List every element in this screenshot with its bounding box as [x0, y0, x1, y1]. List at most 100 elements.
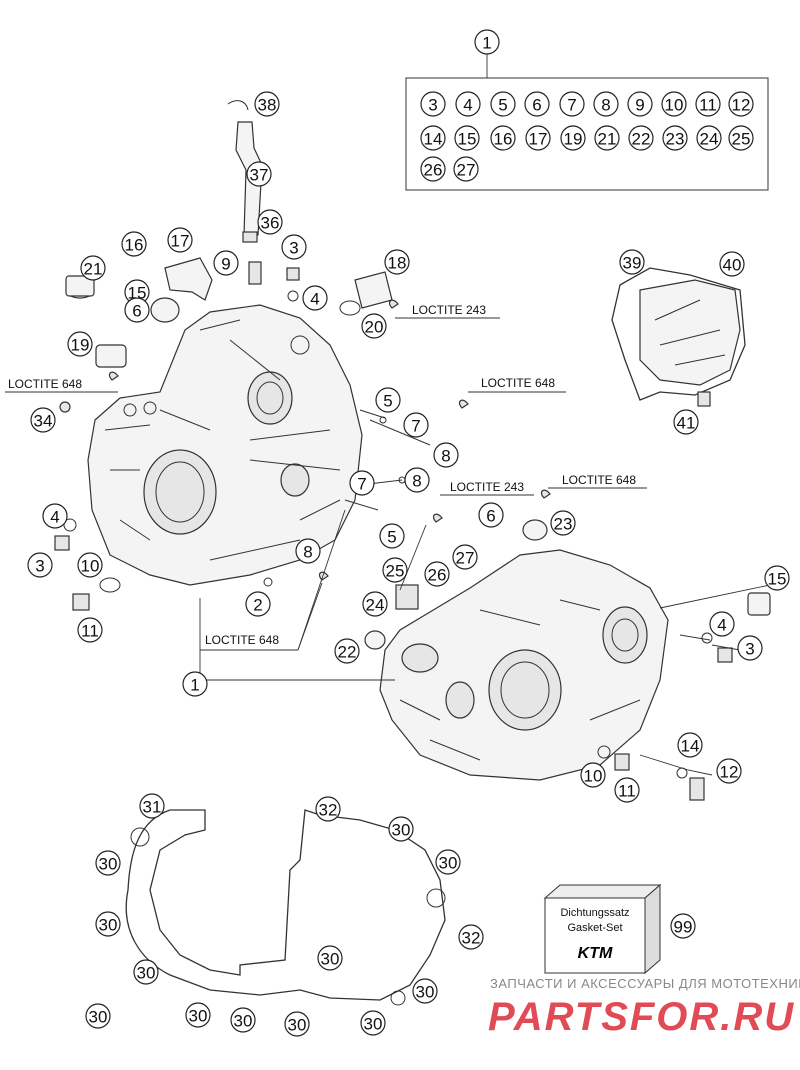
callout-left-case-6-number: 6 — [132, 302, 141, 321]
callout-gaskets-30-number: 30 — [189, 1007, 208, 1026]
callout-right-case-11-circle — [614, 777, 640, 803]
callout-kit-members-19: 19 — [560, 125, 586, 151]
callout-kit-members-26: 26 — [420, 156, 446, 182]
loctite-648-mid: LOCTITE 648 — [562, 473, 636, 487]
callout-kit-members-27-circle — [453, 156, 479, 182]
callout-gaskets-30: 30 — [317, 945, 343, 971]
callout-left-case-3-circle — [281, 234, 307, 260]
callout-right-case-3-number: 3 — [745, 640, 754, 659]
brand-logo: KTM — [578, 945, 613, 962]
callout-left-case-34-number: 34 — [34, 412, 53, 431]
callout-left-case-20: 20 — [361, 313, 387, 339]
callout-left-case-38: 38 — [254, 91, 280, 117]
callout-kit-members-9: 9 — [627, 91, 653, 117]
callout-left-case-34: 34 — [30, 407, 56, 433]
callout-left-case-6-circle — [124, 297, 150, 323]
callout-gaskets-32-circle — [458, 924, 484, 950]
callout-gaskets-30-circle — [317, 945, 343, 971]
callout-right-case-25-circle — [382, 557, 408, 583]
callout-kit-members-22-circle — [628, 125, 654, 151]
callout-gaskets-32-circle — [315, 796, 341, 822]
callout-kit-members-21-number: 21 — [598, 130, 617, 149]
callout-kit-members-8: 8 — [593, 91, 619, 117]
callout-kit-members-19-number: 19 — [564, 130, 583, 149]
callout-gaskets-30-circle — [388, 816, 414, 842]
callout-left-case-6: 6 — [124, 297, 150, 323]
callout-gaskets-30-number: 30 — [439, 854, 458, 873]
callout-right-case-22: 22 — [334, 638, 360, 664]
callout-left-case-4: 4 — [42, 503, 68, 529]
callout-gaskets-30: 30 — [388, 816, 414, 842]
callout-kit-members-4: 4 — [455, 91, 481, 117]
callout-kit-members-3-circle — [420, 91, 446, 117]
callout-left-case-18-circle — [384, 249, 410, 275]
callout-left-case-5-circle — [379, 523, 405, 549]
callout-left-case-21-number: 21 — [84, 260, 103, 279]
callout-kit-box-99-circle — [670, 913, 696, 939]
ignition-cover — [611, 267, 746, 407]
callout-right-case-23-circle — [550, 510, 576, 536]
callout-left-case-8: 8 — [295, 538, 321, 564]
callout-left-case-9-circle — [213, 250, 239, 276]
callout-kit-members-25-number: 25 — [732, 130, 751, 149]
callout-gaskets-30-number: 30 — [288, 1016, 307, 1035]
callout-left-case-15: 15 — [124, 279, 150, 305]
callout-left-case-38-circle — [254, 91, 280, 117]
callout-kit-members-7-circle — [559, 91, 585, 117]
callout-right-case-4-circle — [709, 611, 735, 637]
callout-kit-box-99-number: 99 — [674, 918, 693, 937]
callout-gaskets-30: 30 — [185, 1002, 211, 1028]
callout-gaskets-30-circle — [85, 1003, 111, 1029]
callout-left-case-2-circle — [245, 591, 271, 617]
callout-left-case-36-circle — [257, 209, 283, 235]
callout-gaskets-30: 30 — [85, 1003, 111, 1029]
callout-kit-members-15-number: 15 — [458, 130, 477, 149]
callout-left-case-2-number: 2 — [253, 596, 262, 615]
callout-left-case-8: 8 — [404, 467, 430, 493]
callout-gaskets-30-circle — [360, 1010, 386, 1036]
callout-right-case-14-circle — [677, 732, 703, 758]
callout-kit-members-25: 25 — [728, 125, 754, 151]
callout-right-case-12-number: 12 — [720, 763, 739, 782]
callout-gaskets-30: 30 — [284, 1011, 310, 1037]
callout-kit-members-19-circle — [560, 125, 586, 151]
callout-left-case-17-number: 17 — [171, 232, 190, 251]
callout-left-case-19-circle — [67, 331, 93, 357]
callout-gaskets-31: 31 — [139, 793, 165, 819]
callout-kit-members-10-number: 10 — [665, 96, 684, 115]
callout-kit-members-17-circle — [525, 125, 551, 151]
callout-kit-members-12: 12 — [728, 91, 754, 117]
callout-gaskets-30-circle — [284, 1011, 310, 1037]
callout-gaskets-30: 30 — [133, 959, 159, 985]
callout-right-case-12: 12 — [716, 758, 742, 784]
callout-right-case-4-number: 4 — [717, 616, 726, 635]
callout-left-case-8-circle — [433, 442, 459, 468]
callout-kit-members-11-circle — [695, 91, 721, 117]
callout-right-case-25-number: 25 — [386, 562, 405, 581]
callout-kit-members-16-number: 16 — [494, 130, 513, 149]
callout-right-case-22-circle — [334, 638, 360, 664]
callout-cover-40-number: 40 — [723, 256, 742, 275]
callout-right-case-10-number: 10 — [584, 767, 603, 786]
callout-left-case-7: 7 — [349, 470, 375, 496]
callout-kit-members-9-number: 9 — [635, 96, 644, 115]
callout-kit-members-27: 27 — [453, 156, 479, 182]
callout-left-case-5-number: 5 — [383, 392, 392, 411]
callout-right-case-10-circle — [580, 762, 606, 788]
callout-left-case-8-circle — [404, 467, 430, 493]
callout-left-case-36-number: 36 — [261, 214, 280, 233]
callout-right-case-4: 4 — [709, 611, 735, 637]
callout-cover-39-circle — [619, 249, 645, 275]
callout-gaskets-30-circle — [412, 978, 438, 1004]
callout-gaskets-30-number: 30 — [416, 983, 435, 1002]
callout-left-case-3-number: 3 — [35, 557, 44, 576]
callout-left-case-16: 16 — [121, 231, 147, 257]
callout-left-case-8-number: 8 — [303, 543, 312, 562]
callout-left-case-18: 18 — [384, 249, 410, 275]
callout-left-case-11: 11 — [77, 617, 103, 643]
callout-gaskets-32-number: 32 — [319, 801, 338, 820]
callout-left-case-3: 3 — [281, 234, 307, 260]
callout-kit-members-12-circle — [728, 91, 754, 117]
